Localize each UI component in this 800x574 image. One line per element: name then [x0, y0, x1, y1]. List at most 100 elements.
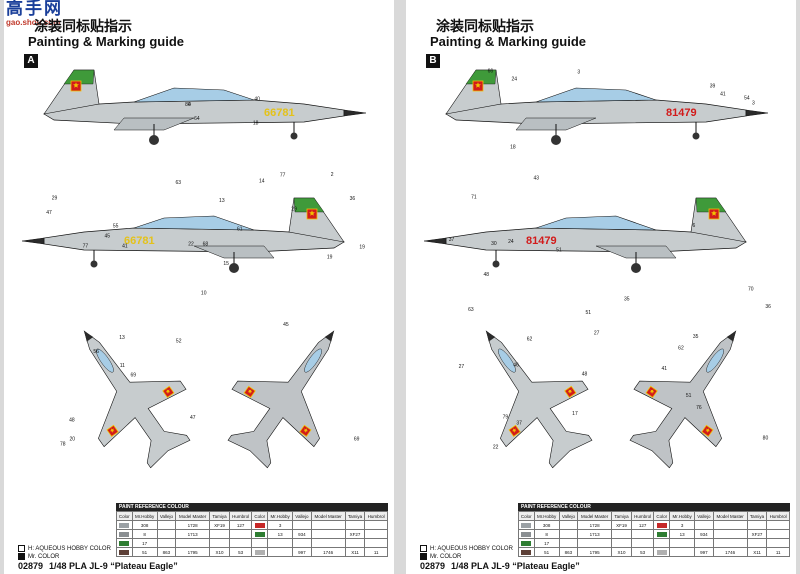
callout-number: 30	[491, 241, 497, 247]
paint-swatch	[254, 531, 265, 537]
paint-table-cell	[292, 538, 312, 548]
paint-swatch	[656, 522, 667, 528]
insignia-star	[711, 210, 717, 216]
paint-table-cell	[766, 529, 790, 539]
paint-table-cell	[694, 538, 714, 548]
pla-insignia	[701, 424, 714, 438]
callout-number: 37	[516, 420, 522, 426]
insignia-star	[247, 389, 253, 394]
callout-number: 66	[488, 69, 494, 75]
paint-table-cell	[310, 529, 346, 539]
legend-c-symbol	[420, 553, 427, 561]
radome	[324, 331, 334, 342]
callout-number: 47	[46, 210, 52, 216]
radome	[84, 331, 94, 342]
paint-table-cell	[116, 520, 133, 530]
scheme-badge: A	[24, 54, 38, 68]
callout-number: 56	[93, 349, 99, 355]
aircraft-illustrations: 6678166781104148634013157877451419132920…	[21, 69, 367, 469]
paint-table-cell	[746, 538, 768, 548]
paint-table-cell: 1795	[577, 547, 613, 557]
paint-swatch	[119, 531, 130, 537]
paint-table-cell	[267, 547, 294, 557]
callout-number: 4	[188, 102, 191, 108]
callout-number: 3	[577, 69, 580, 75]
paint-table-cell	[766, 520, 790, 530]
paint-table-cell: 997	[292, 547, 312, 557]
paint-table-header-cell: Tamiya	[209, 511, 230, 521]
callout-number: 10	[201, 290, 207, 296]
title-chinese: 涂装同标贴指示	[34, 19, 132, 35]
insignia-star	[475, 82, 481, 88]
pla-insignia	[162, 385, 175, 399]
nose-wheel	[492, 260, 500, 268]
title-english: Painting & Marking guide	[28, 34, 185, 49]
paint-table-cell	[694, 520, 714, 530]
paint-table-cell	[344, 538, 366, 548]
airframe-plan	[83, 330, 191, 469]
canopy	[133, 87, 255, 103]
pla-insignia	[299, 424, 312, 438]
callout-number: 61	[237, 227, 243, 233]
callout-number: 79	[503, 414, 509, 420]
legend-c-text: Mr. COLOR	[28, 554, 60, 561]
paint-table-cell	[116, 538, 133, 548]
pla-insignia	[508, 424, 521, 438]
paint-table-cell	[364, 520, 388, 530]
serial-number: 81479	[666, 107, 697, 119]
main-wheel	[149, 135, 159, 145]
fin-tip	[63, 69, 95, 85]
kit-number: 02879	[18, 561, 44, 571]
callout-number: 39	[710, 84, 716, 90]
paint-table-header-cell: Humbrol	[364, 511, 388, 521]
paint-table-cell: XF19	[611, 520, 632, 530]
fin-tip	[465, 69, 497, 85]
canopy	[535, 87, 657, 103]
callout-number: 47	[190, 415, 196, 421]
paint-table-cell	[558, 529, 579, 539]
paint-table-cell	[364, 529, 388, 539]
callout-number: 18	[510, 144, 516, 150]
paint-table-header-cell: Tamiya	[344, 511, 366, 521]
insignia-star	[73, 82, 79, 88]
airframe-plan	[485, 330, 593, 469]
aircraft-side-view: 66781	[21, 197, 345, 273]
callout-number: 2	[331, 172, 334, 178]
pla-insignia	[306, 208, 318, 220]
paint-table-cell: X10	[611, 547, 632, 557]
paint-table-header-cell: Model Master	[310, 511, 346, 521]
insignia-star	[567, 389, 573, 394]
paint-table-cell	[116, 547, 133, 557]
canopy	[498, 348, 516, 373]
callout-number: 35	[624, 297, 630, 303]
aircraft-side-view: 81479	[445, 69, 769, 145]
paint-table-cell: 863	[156, 547, 177, 557]
nose-wheel	[90, 260, 98, 268]
paint-table-cell	[228, 538, 253, 548]
callout-number: 71	[471, 194, 477, 200]
radome	[745, 109, 769, 117]
paint-table-cell: 1746	[310, 547, 346, 557]
paint-table-header-cell: Tamiya	[746, 511, 768, 521]
radome	[343, 109, 367, 117]
callout-number: 48	[483, 272, 489, 278]
paint-table-cell	[611, 538, 632, 548]
paint-table-cell: 8	[131, 529, 158, 539]
paint-table-header-cell: Vallejo	[156, 511, 177, 521]
callout-number: 62	[678, 346, 684, 352]
paint-table-cell	[228, 529, 253, 539]
fin-tip	[695, 197, 727, 213]
paint-table-cell	[251, 538, 269, 548]
canopy	[535, 215, 657, 231]
kit-name: 1/48 PLA JL-9 “Plateau Eagle”	[451, 561, 580, 571]
paint-table-cell: 127	[630, 520, 655, 530]
main-wheel	[229, 263, 239, 273]
legend-c-text: Mr. COLOR	[430, 554, 462, 561]
paint-table-cell	[558, 520, 579, 530]
callout-number: 68	[203, 242, 209, 248]
